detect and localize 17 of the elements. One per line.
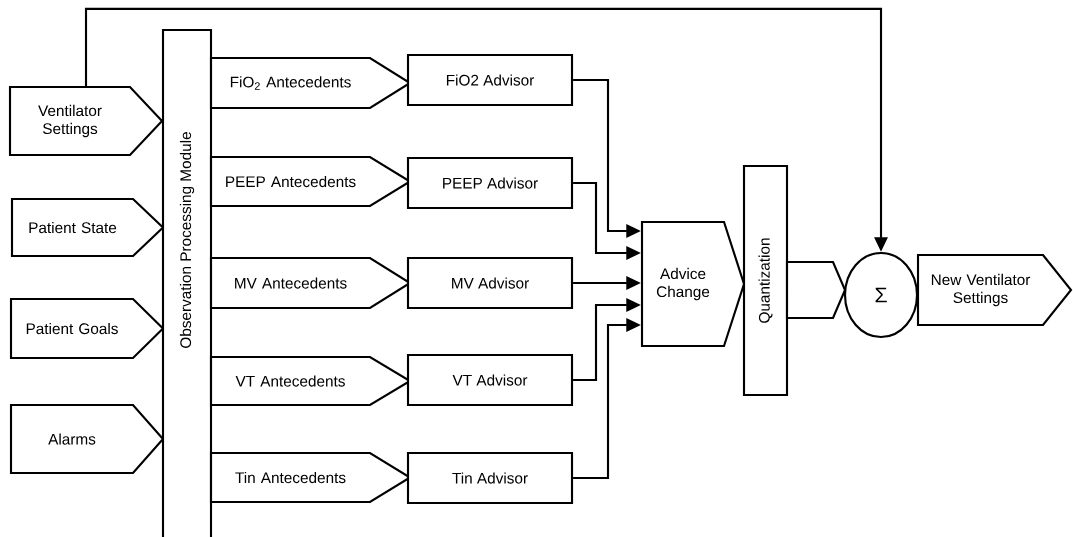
antecedents-pentagon: Tin Antecedents [209, 451, 413, 504]
advisor-box: PEEP Advisor [406, 156, 574, 210]
antecedents-pentagon: FiO$_{2}$ Antecedents [209, 56, 412, 110]
connector-pentagon [785, 260, 847, 320]
antecedents-pentagon: MV Antecedents [209, 256, 412, 310]
input-pentagon: Patient State [10, 197, 165, 258]
advisor-box: Tin Advisor [406, 451, 574, 505]
output-pentagon: New Ventilator Settings [916, 253, 1073, 327]
input-pentagon: Ventilator Settings [8, 85, 164, 157]
advisor-box: FiO2 Advisor [406, 53, 574, 107]
antecedents-pentagon: VT Antecedents [209, 355, 413, 407]
advisor-box: MV Advisor [406, 256, 574, 310]
input-pentagon: Alarms [9, 403, 165, 475]
input-pentagon: Patient Goals [9, 297, 165, 360]
advisor-box: VT Advisor [406, 353, 574, 407]
advice-pentagon: Advice Change [640, 220, 746, 348]
antecedents-pentagon: PEEP Antecedents [209, 155, 413, 208]
